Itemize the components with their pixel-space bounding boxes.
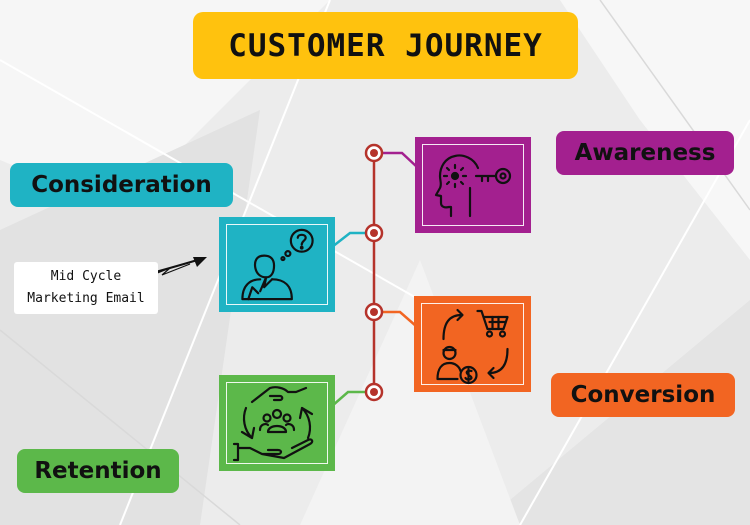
box-frame bbox=[421, 303, 524, 385]
box-frame bbox=[226, 224, 328, 305]
mid-cycle-note: Mid Cycle Marketing Email bbox=[14, 262, 158, 314]
stage-label-awareness: Awareness bbox=[556, 131, 734, 175]
timeline-node-awareness bbox=[364, 143, 384, 163]
connector-consideration bbox=[331, 231, 365, 248]
stage-label-consideration: Consideration bbox=[10, 163, 233, 207]
timeline-node-consideration bbox=[364, 223, 384, 243]
stage-box-consideration bbox=[219, 217, 335, 312]
stage-label-retention: Retention bbox=[17, 449, 179, 493]
shopping-cycle-icon bbox=[436, 308, 509, 385]
note-line-1: Mid Cycle bbox=[50, 269, 122, 284]
thinking-person-icon bbox=[241, 228, 314, 301]
stage-box-retention bbox=[219, 375, 335, 471]
box-frame bbox=[226, 382, 328, 464]
timeline-node-retention bbox=[364, 382, 384, 402]
head-key-icon bbox=[434, 154, 512, 218]
connector-conversion bbox=[383, 310, 417, 327]
stage-box-conversion bbox=[414, 296, 531, 392]
hands-people-icon bbox=[232, 386, 314, 462]
page-title: CUSTOMER JOURNEY bbox=[193, 12, 578, 79]
connector-awareness bbox=[383, 151, 418, 168]
arrow-icon bbox=[149, 257, 207, 277]
box-frame bbox=[422, 144, 524, 226]
connector-retention bbox=[331, 390, 365, 407]
note-line-2: Marketing Email bbox=[27, 291, 145, 306]
stage-label-conversion: Conversion bbox=[551, 373, 735, 417]
timeline-node-conversion bbox=[364, 302, 384, 322]
stage-box-awareness bbox=[415, 137, 531, 233]
